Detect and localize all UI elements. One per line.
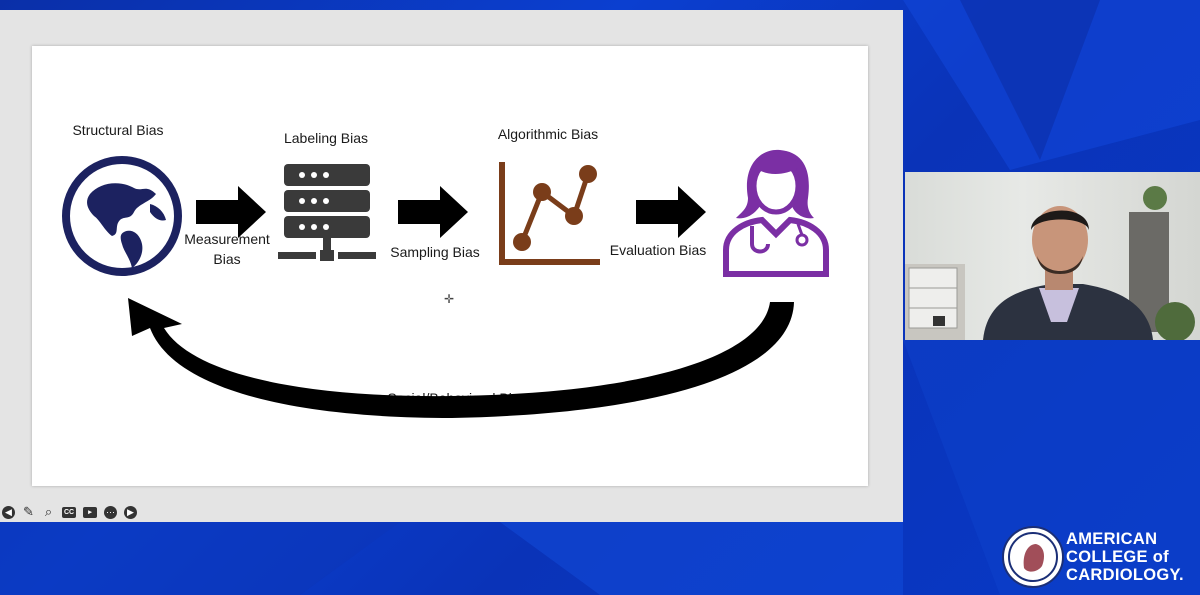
feedback-arrow [128, 298, 794, 418]
slide: Structural Bias Labeling Bias Algorithmi… [32, 46, 868, 486]
measurement-line1: Measurement [184, 231, 270, 247]
structural-bias-label: Structural Bias [72, 122, 164, 138]
algorithmic-bias-label: Algorithmic Bias [497, 126, 599, 142]
presentation-toolbar: ◀ ✎ ⌕ CC ▸ ⋯ ▶ [0, 502, 137, 522]
prev-icon[interactable]: ◀ [2, 505, 15, 519]
arrow-right-icon [636, 186, 706, 238]
measurement-line2: Bias [213, 251, 241, 267]
acc-seal-icon [1002, 526, 1064, 588]
server-icon [278, 164, 376, 261]
zoom-icon[interactable]: ⌕ [44, 504, 53, 519]
acc-logo: AMERICAN COLLEGE of CARDIOLOGY. [1002, 524, 1192, 588]
labeling-bias-label: Labeling Bias [283, 130, 369, 146]
doctor-icon [723, 149, 829, 277]
presentation-window: Structural Bias Labeling Bias Algorithmi… [0, 10, 903, 522]
sampling-bias-label: Sampling Bias [390, 244, 480, 260]
arrow-right-icon [196, 186, 266, 238]
line-chart-icon [499, 162, 600, 265]
measurement-bias-label: Measurement Bias [172, 229, 282, 269]
arrow-right-icon [398, 186, 468, 238]
cc-icon[interactable]: CC [62, 506, 76, 518]
evaluation-bias-label: Evaluation Bias [609, 242, 707, 258]
logo-line3: CARDIOLOGY. [1066, 566, 1184, 584]
acc-wordmark: AMERICAN COLLEGE of CARDIOLOGY. [1066, 530, 1184, 584]
cursor-crosshair: ✛ [444, 292, 455, 306]
next-icon[interactable]: ▶ [124, 505, 137, 519]
camera-icon[interactable]: ▸ [83, 506, 97, 518]
logo-line2: COLLEGE of [1066, 548, 1169, 566]
speaker-webcam [905, 172, 1200, 340]
speaker-video-frame [905, 186, 1195, 340]
pen-icon[interactable]: ✎ [23, 504, 34, 519]
logo-line1: AMERICAN [1066, 530, 1158, 548]
more-icon[interactable]: ⋯ [104, 505, 117, 519]
globe-icon [62, 156, 182, 276]
